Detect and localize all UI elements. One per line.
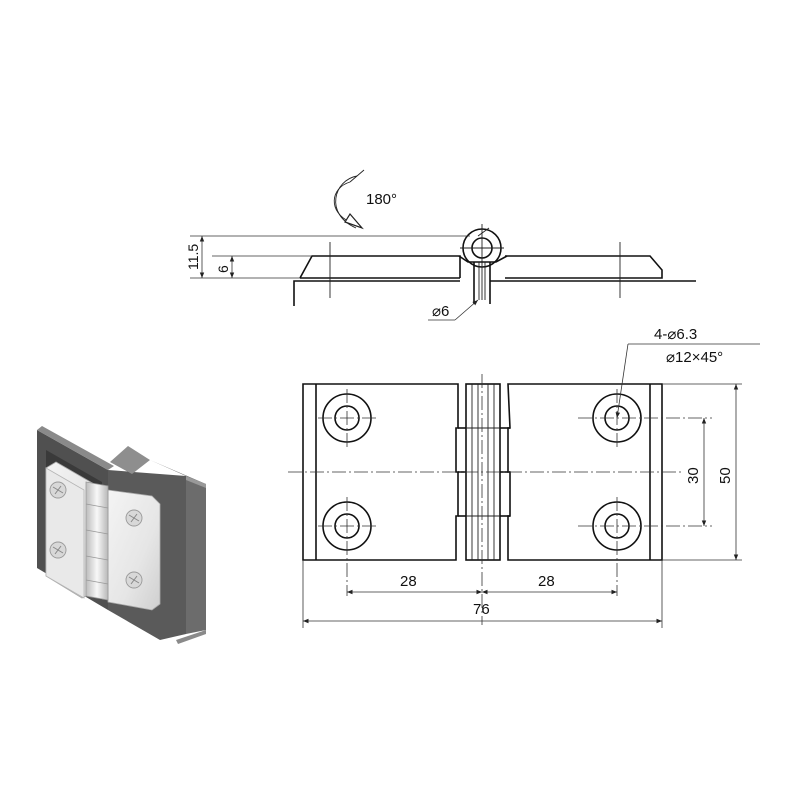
screw-icon xyxy=(49,481,67,499)
hinge-3d-illustration xyxy=(37,426,206,644)
hole-top-right xyxy=(578,389,712,447)
dim-overall-height: 50 xyxy=(717,467,734,484)
side-left-leaf xyxy=(299,255,461,279)
dim-hole-vertical-spacing: 30 xyxy=(685,467,702,484)
hole-bottom-left xyxy=(318,497,376,596)
front-vertical-dimensions xyxy=(662,383,742,561)
screw-icon xyxy=(125,571,143,589)
hole-bottom-right xyxy=(578,497,712,596)
dim-pin-diameter: ⌀6 xyxy=(432,303,449,320)
dim-overall-width: 76 xyxy=(473,601,490,618)
front-horizontal-dimensions xyxy=(302,560,663,628)
dim-leaf-height: 6 xyxy=(215,265,231,273)
side-knuckle xyxy=(458,224,508,304)
side-right-leaf xyxy=(505,255,663,279)
rotation-arrow-icon xyxy=(333,169,365,230)
side-left-base xyxy=(293,280,460,306)
screw-icon xyxy=(125,509,143,527)
hole-top-left xyxy=(318,389,376,447)
hole-callout-leader xyxy=(615,343,760,419)
dim-left-hole-spacing: 28 xyxy=(400,573,417,590)
side-view: 180° 11.5 6 xyxy=(185,169,696,321)
dim-total-height: 11.5 xyxy=(185,244,201,270)
screw-icon xyxy=(49,541,67,559)
hole-callout-line1: 4-⌀6.3 xyxy=(654,326,697,343)
rotation-label: 180° xyxy=(366,191,397,208)
hole-callout-line2: ⌀12×45° xyxy=(666,349,723,366)
dim-right-hole-spacing: 28 xyxy=(538,573,555,590)
side-dimensions xyxy=(190,235,479,321)
front-view: 4-⌀6.3 ⌀12×45° 28 28 76 30 50 xyxy=(288,326,760,628)
